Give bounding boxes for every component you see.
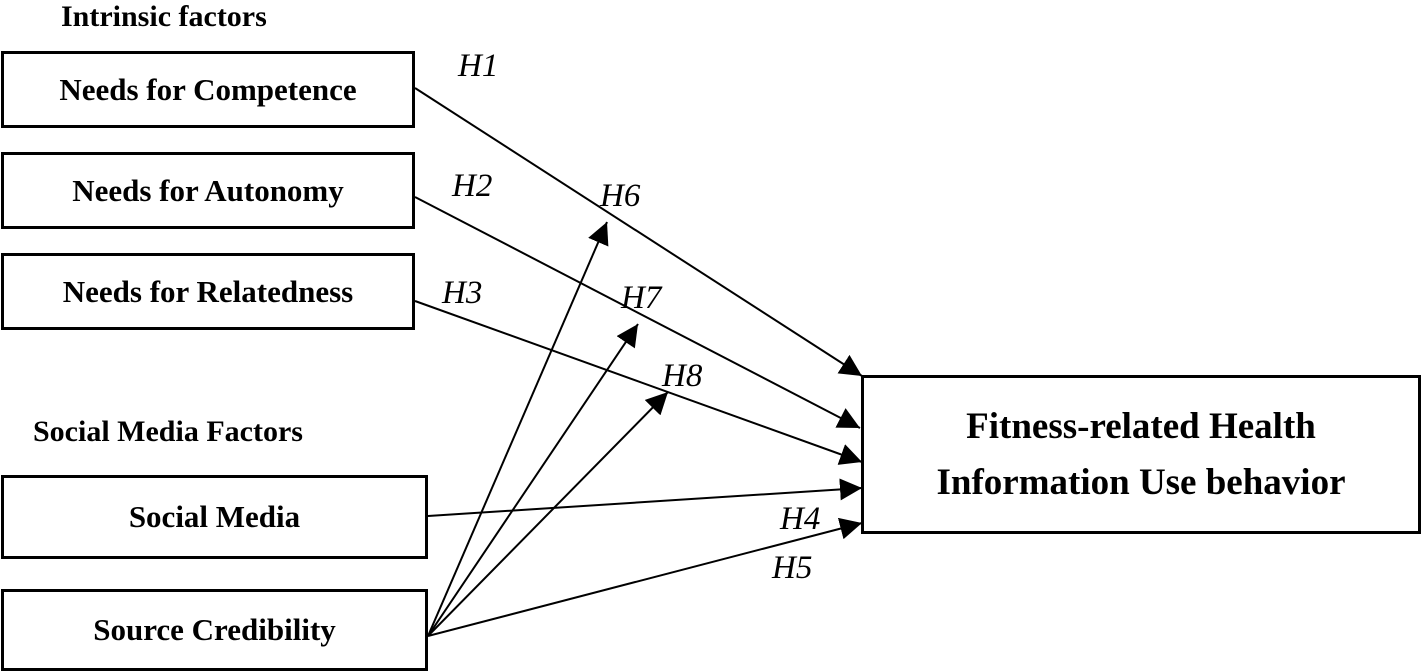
source-credibility-box: Source Credibility [1, 589, 428, 671]
arrow-h5 [427, 517, 863, 637]
source-credibility-label: Source Credibility [93, 612, 336, 647]
arrow-h3 [414, 300, 863, 465]
outcome-label-line-2: Information Use behavior [936, 461, 1346, 503]
hypothesis-h3-label: H3 [442, 275, 483, 311]
arrow-h4 [427, 478, 863, 517]
arrow-h7 [427, 323, 639, 637]
intrinsic-factors-heading: Intrinsic factors [61, 0, 267, 33]
hypothesis-h4-label: H4 [780, 501, 821, 537]
needs-for-relatedness-label: Needs for Relatedness [62, 273, 354, 309]
social-media-label: Social Media [128, 499, 301, 534]
arrow-h2 [414, 196, 861, 429]
hypothesis-h2-label: H2 [452, 168, 493, 204]
arrow-h1 [414, 87, 863, 377]
fitness-health-information-use-behavior-box: Fitness-related Health Information Use b… [861, 375, 1421, 534]
hypothesis-h8-label: H8 [662, 358, 703, 394]
social-media-factors-heading: Social Media Factors [33, 415, 303, 448]
outcome-label-line-1: Fitness-related Health [966, 405, 1316, 447]
hypothesis-h7-label: H7 [621, 280, 662, 316]
needs-for-competence-box: Needs for Competence [1, 51, 415, 128]
needs-for-relatedness-box: Needs for Relatedness [1, 253, 415, 330]
hypothesis-h5-label: H5 [772, 550, 813, 586]
social-media-box: Social Media [1, 475, 428, 559]
needs-for-competence-label: Needs for Competence [59, 71, 357, 107]
needs-for-autonomy-box: Needs for Autonomy [1, 152, 415, 229]
needs-for-autonomy-label: Needs for Autonomy [72, 172, 344, 208]
arrow-h8 [427, 391, 669, 637]
hypothesis-h1-label: H1 [458, 48, 499, 84]
hypothesis-h6-label: H6 [600, 178, 641, 214]
arrow-h6 [427, 221, 609, 637]
